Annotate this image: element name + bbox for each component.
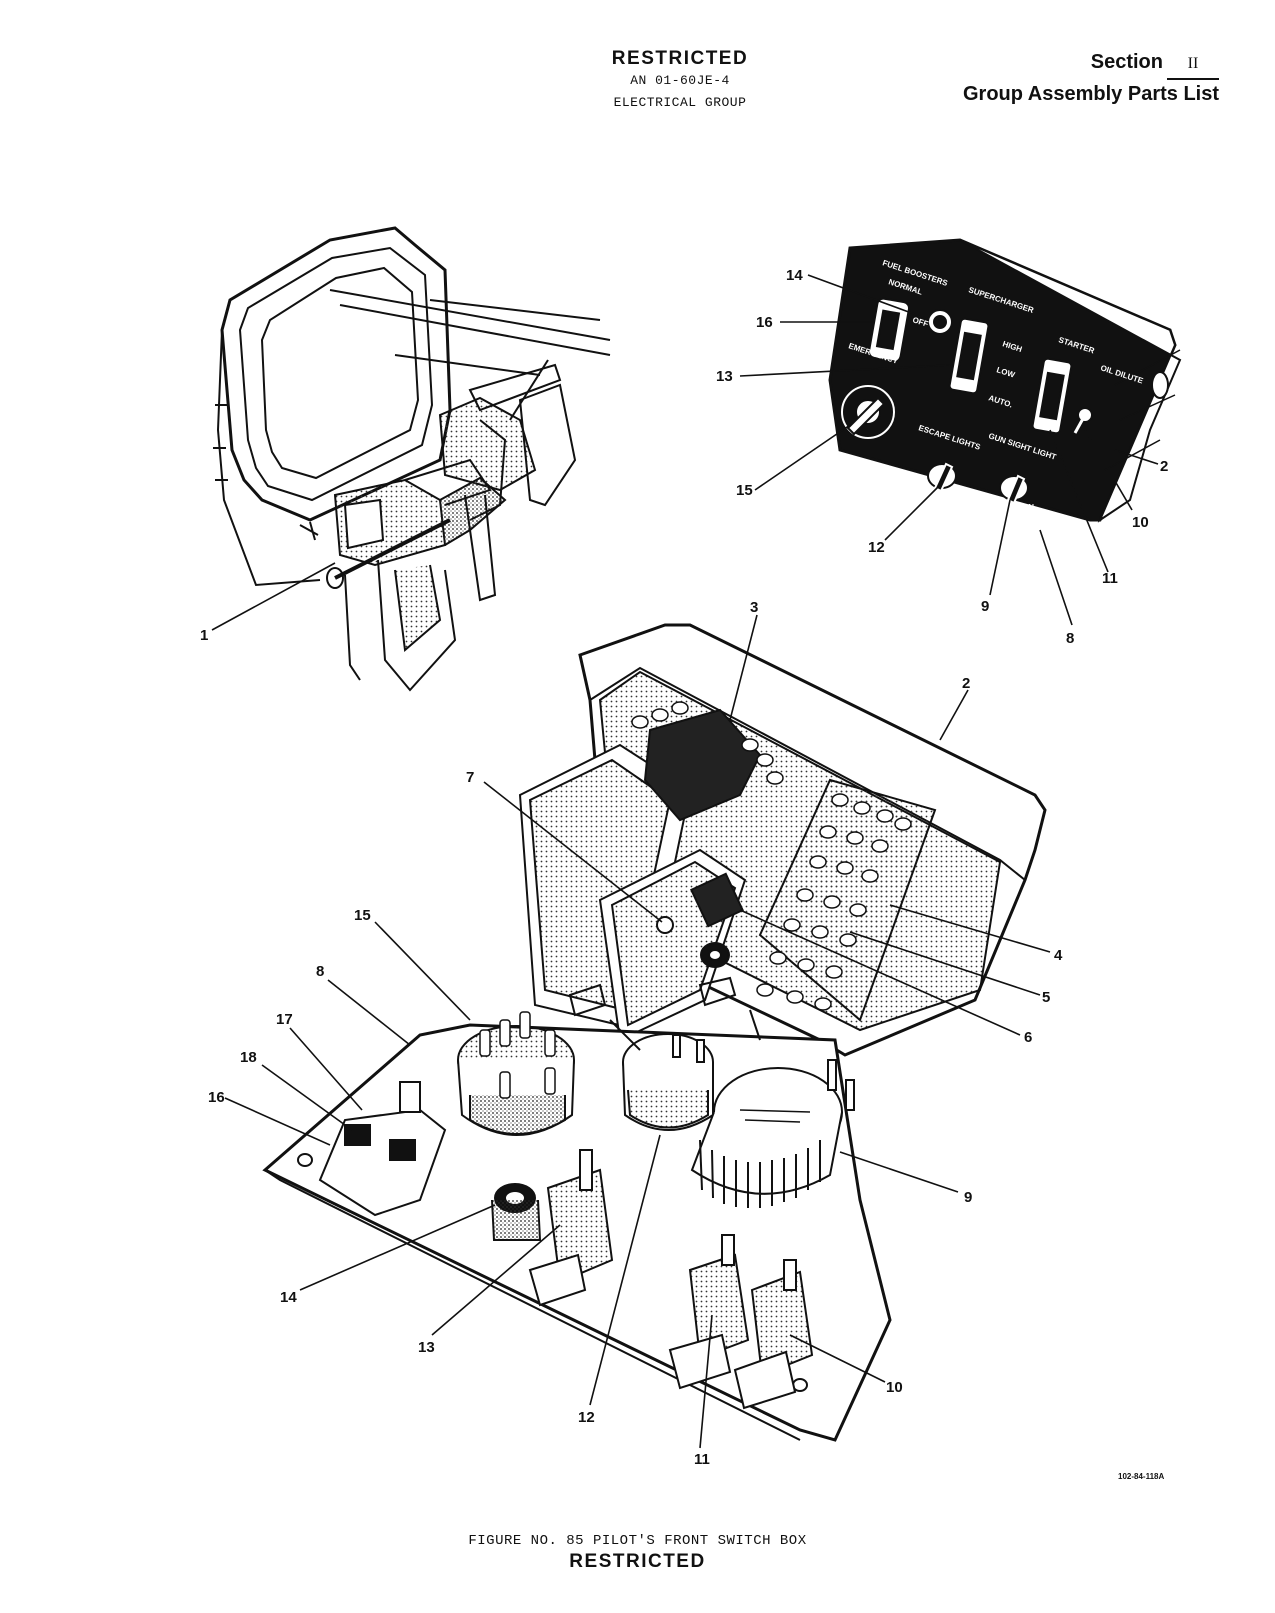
callout-14-bottom: 14 [280, 1289, 297, 1306]
callout-15-top: 15 [736, 482, 753, 499]
leader-lines [211, 274, 1159, 1449]
label-on-gunsight: ON [1022, 503, 1034, 512]
callout-5: 5 [1042, 989, 1050, 1006]
cockpit-frame-view [213, 226, 611, 692]
callout-12-bottom: 12 [578, 1409, 595, 1426]
callout-12-top: 12 [868, 539, 885, 556]
callout-9-top: 9 [981, 598, 989, 615]
callout-15-bottom: 15 [354, 907, 371, 924]
callout-numbers: 1 14 16 13 15 12 9 8 11 10 2 3 2 7 4 5 6… [200, 267, 1168, 1468]
callout-18: 18 [240, 1049, 257, 1066]
callout-11-bottom: 11 [694, 1451, 710, 1468]
callout-16-bottom: 16 [208, 1089, 225, 1106]
callout-7: 7 [466, 769, 474, 786]
document-header: RESTRICTED AN 01-60JE-4 ELECTRICAL GROUP [560, 48, 800, 114]
section-title: Group Assembly Parts List [963, 83, 1219, 105]
callout-8-top: 8 [1066, 630, 1074, 647]
callout-2-top: 2 [1160, 458, 1168, 475]
callout-6: 6 [1024, 1029, 1032, 1046]
exploded-box-view [262, 623, 1047, 1442]
callout-13-top: 13 [716, 368, 733, 385]
callout-4: 4 [1054, 947, 1063, 964]
callout-2-bottom: 2 [962, 675, 970, 692]
document-group: ELECTRICAL GROUP [613, 95, 747, 110]
label-on-escape: ON [932, 493, 944, 502]
callout-1: 1 [200, 627, 208, 644]
callout-10-bottom: 10 [886, 1379, 903, 1396]
section-label: Section [1090, 51, 1163, 73]
callout-8-bottom: 8 [316, 963, 324, 980]
callout-11-top: 11 [1102, 570, 1118, 587]
drawing-id: 102-84-118A [1118, 1472, 1165, 1481]
figure-caption-block: FIGURE NO. 85 PILOT'S FRONT SWITCH BOX [0, 1530, 1275, 1552]
document-number: AN 01-60JE-4 [630, 73, 730, 88]
callout-13-bottom: 13 [418, 1339, 435, 1356]
callout-9-bottom: 9 [964, 1189, 972, 1206]
callout-10-top: 10 [1132, 514, 1149, 531]
callout-3: 3 [750, 599, 758, 616]
figure-caption: FIGURE NO. 85 PILOT'S FRONT SWITCH BOX [468, 1533, 807, 1549]
callout-17: 17 [276, 1011, 293, 1028]
callout-14-top: 14 [786, 267, 803, 284]
classification-bottom: RESTRICTED [569, 1551, 706, 1572]
callout-16-top: 16 [756, 314, 773, 331]
switch-box-panel-view: FUEL BOOSTERS NORMAL OFF EMERGENCY SUPER… [828, 238, 1182, 523]
section-number: II [1167, 50, 1219, 80]
footer-block: RESTRICTED [0, 1551, 1275, 1573]
classification-top: RESTRICTED [611, 48, 749, 69]
